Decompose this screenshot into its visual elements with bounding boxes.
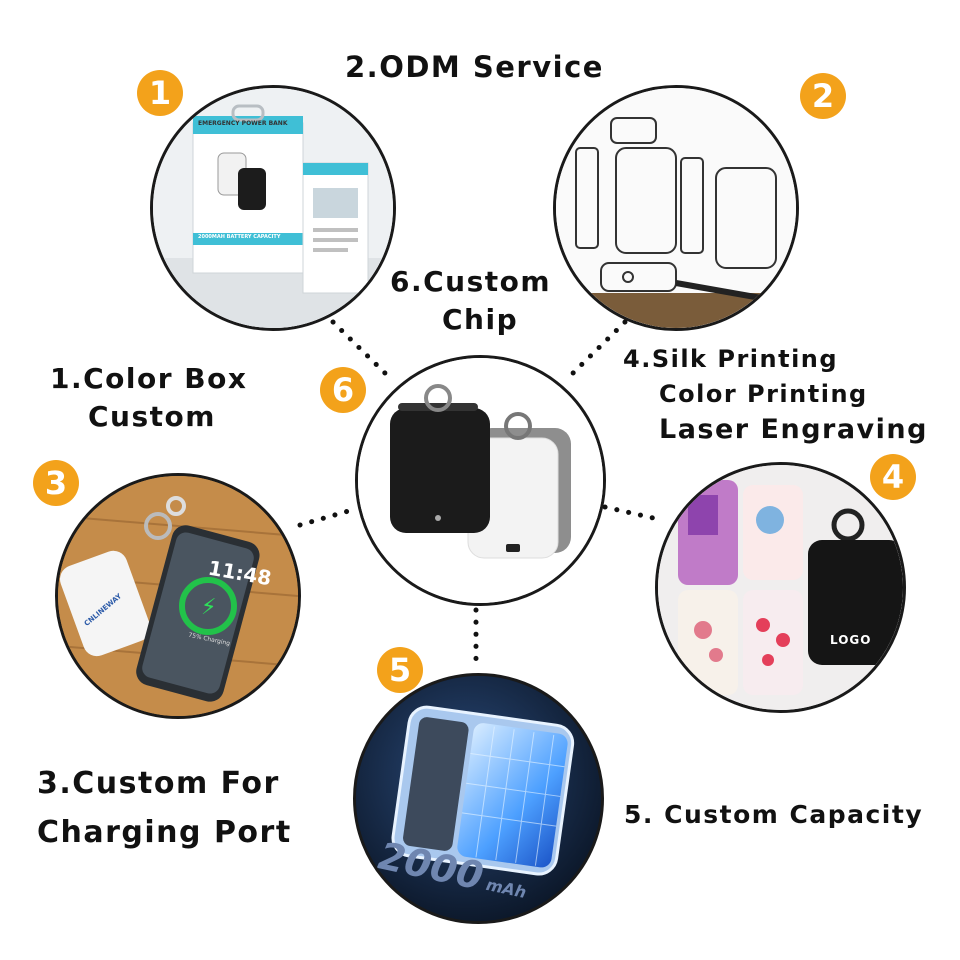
connector-1-6: [330, 319, 393, 381]
printing-title-line2: Color Printing: [659, 380, 868, 408]
color-box-title-line2: Custom: [88, 400, 216, 433]
badge-2: 2: [800, 73, 846, 119]
odm-service-title: 2.ODM Service: [345, 50, 604, 84]
svg-text:⚡: ⚡: [201, 595, 216, 620]
box-title-text: EMERGENCY POWER BANK: [198, 120, 288, 127]
printing-title-line3: Laser Engraving: [659, 414, 928, 445]
power-bank-pair-illustration: [358, 358, 603, 603]
connector-4-6: [602, 504, 665, 523]
custom-capacity-title: 5. Custom Capacity: [624, 800, 924, 829]
color-box-title-line1: 1.Color Box: [50, 362, 248, 395]
color-box-illustration: [153, 88, 393, 328]
custom-chip-title-line1: 6.Custom: [390, 265, 552, 298]
printing-samples-illustration: [658, 465, 903, 710]
badge-4: 4: [870, 454, 916, 500]
badge-6: 6: [320, 367, 366, 413]
logo-print-text: LOGO: [830, 633, 872, 647]
odm-sketch-illustration: [556, 88, 796, 328]
charging-port-title-line2: Charging Port: [37, 815, 292, 850]
color-box-circle: EMERGENCY POWER BANK 2000MAH BATTERY CAP…: [150, 85, 396, 331]
charging-port-title-line1: 3.Custom For: [37, 766, 280, 801]
connector-2-6: [565, 319, 628, 381]
printing-title-line1: 4.Silk Printing: [623, 345, 839, 373]
printing-circle: LOGO: [655, 462, 906, 713]
badge-5: 5: [377, 647, 423, 693]
charging-port-illustration: ⚡: [58, 476, 298, 716]
capacity-circle: 2000 mAh: [353, 673, 604, 924]
charging-port-circle: ⚡ 11:48 75% Charging CNLINEWAY: [55, 473, 301, 719]
badge-1: 1: [137, 70, 183, 116]
connector-3-6: [297, 507, 355, 528]
badge-3: 3: [33, 460, 79, 506]
battery-cells-illustration: [356, 676, 601, 921]
custom-chip-circle: [355, 355, 606, 606]
custom-chip-title-line2: Chip: [442, 303, 519, 336]
box-capacity-text: 2000MAH BATTERY CAPACITY: [198, 234, 281, 240]
odm-sketch-circle: [553, 85, 799, 331]
